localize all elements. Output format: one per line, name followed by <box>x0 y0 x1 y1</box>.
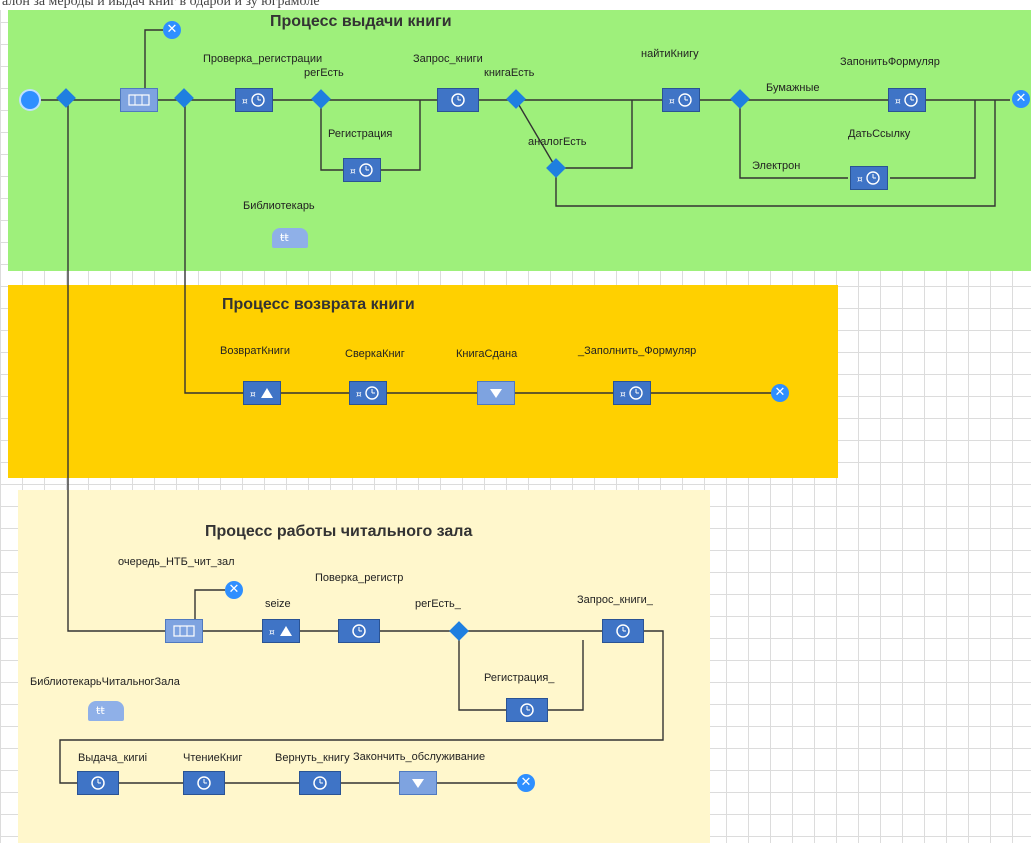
svg-text:¤: ¤ <box>269 628 275 638</box>
label-issue-book: Выдача_кигиi <box>78 752 148 764</box>
release-icon <box>412 779 424 788</box>
clock-icon <box>520 703 534 717</box>
label-check-registration: Проверка_регистрации <box>203 53 323 65</box>
reconcile-books-block[interactable]: ¤ <box>349 381 387 405</box>
queue-icon <box>173 625 195 637</box>
request-book-rr-block[interactable] <box>602 619 644 643</box>
reading-queue-block[interactable] <box>165 619 203 643</box>
svg-text:¤: ¤ <box>356 390 362 400</box>
label-request-book-rr: Запрос_книги_ <box>577 594 653 606</box>
label-librarian-rr: БиблиотекарьЧитальногЗала <box>30 676 180 688</box>
clock-icon <box>91 776 105 790</box>
label-book-est: книгаЕсть <box>484 67 535 79</box>
book-handed-block[interactable] <box>477 381 515 405</box>
label-registration-rr: Регистрация_ <box>484 672 555 684</box>
sink-x-icon[interactable]: ✕ <box>225 581 243 599</box>
sink-x-icon[interactable]: ✕ <box>771 384 789 402</box>
label-queue: очередь_НТБ_чит_зал <box>118 556 235 568</box>
find-book-block[interactable]: ¤ <box>662 88 700 112</box>
seize-icon: ¤ <box>250 388 273 400</box>
fill-form-return-block[interactable]: ¤ <box>613 381 651 405</box>
seize-icon: ¤ <box>269 626 292 638</box>
fill-form-block[interactable]: ¤ <box>888 88 926 112</box>
top-strip-text: алон за мероды и иыдач книг в одарой и з… <box>2 0 320 9</box>
clock-icon <box>197 776 211 790</box>
source-icon[interactable] <box>21 91 39 109</box>
sink-x-icon[interactable]: ✕ <box>163 21 181 39</box>
label-analog-est: аналогЕсть <box>528 136 587 148</box>
seize-block[interactable]: ¤ <box>262 619 300 643</box>
release-icon <box>490 389 502 398</box>
request-book-block[interactable] <box>437 88 479 112</box>
pool-return-title: Процесс возврата книги <box>222 296 415 313</box>
label-reg-est-rr: регЕсть_ <box>415 598 461 610</box>
label-return-book: ВозвратКниги <box>220 345 291 357</box>
check-registration-block[interactable]: ¤ <box>235 88 273 112</box>
clock-icon <box>313 776 327 790</box>
check-register-block[interactable] <box>338 619 380 643</box>
label-reconcile: СверкаКниг <box>345 348 405 360</box>
label-read-books: ЧтениеКниг <box>183 752 243 764</box>
return-book-block[interactable]: ¤ <box>243 381 281 405</box>
service-clock-icon: ¤ <box>857 171 880 185</box>
svg-text:¤: ¤ <box>857 175 863 185</box>
label-fill-form: ЗапонитьФормуляр <box>840 56 940 68</box>
pool-reading-title: Процесс работы читального зала <box>205 523 473 540</box>
sink-x-icon[interactable]: ✕ <box>517 774 535 792</box>
label-librarian: Библиотекарь <box>243 200 315 212</box>
service-clock-icon: ¤ <box>356 386 379 400</box>
top-strip: алон за мероды и иыдач книг в одарой и з… <box>0 0 1031 10</box>
label-check-register: Поверка_регистр <box>315 572 404 584</box>
label-seize: seize <box>265 598 291 610</box>
clock-icon <box>352 624 366 638</box>
service-clock-icon: ¤ <box>669 93 692 107</box>
label-give-link: ДатьСсылку <box>848 128 911 140</box>
service-clock-icon: ¤ <box>242 93 265 107</box>
label-handed: КнигаСдана <box>456 348 518 360</box>
finish-service-block[interactable] <box>399 771 437 795</box>
svg-text:¤: ¤ <box>669 97 675 107</box>
resource-pool-icon[interactable]: ŧŧ <box>272 228 308 248</box>
label-reg-est: регЕсть <box>304 67 344 79</box>
svg-text:¤: ¤ <box>242 97 248 107</box>
clock-icon <box>616 624 630 638</box>
label-registration: Регистрация <box>328 128 393 140</box>
label-finish-service: Закончить_обслуживание <box>353 751 486 763</box>
pool-book-return <box>8 285 838 478</box>
svg-text:¤: ¤ <box>350 167 356 177</box>
label-find-book: найтиКнигу <box>641 48 699 60</box>
pool-book-issue <box>8 8 1031 271</box>
resource-pool-icon[interactable]: ŧŧ <box>88 701 124 721</box>
svg-text:¤: ¤ <box>250 390 256 400</box>
queue-icon <box>128 94 150 106</box>
give-link-block[interactable]: ¤ <box>850 166 888 190</box>
service-clock-icon: ¤ <box>620 386 643 400</box>
pool-issue-title: Процесс выдачи книги <box>270 13 452 30</box>
issue-book-block[interactable] <box>77 771 119 795</box>
label-electron: Электрон <box>752 160 801 172</box>
service-clock-icon: ¤ <box>895 93 918 107</box>
label-fill-form-return: _Заполнить_Формуляр <box>578 345 697 357</box>
label-paper: Бумажные <box>766 82 820 94</box>
label-request-book: Запрос_книги <box>413 53 483 65</box>
read-books-block[interactable] <box>183 771 225 795</box>
label-return-book-rr: Вернуть_книгу <box>275 752 350 764</box>
sink-x-icon[interactable]: ✕ <box>1012 90 1030 108</box>
svg-text:¤: ¤ <box>620 390 626 400</box>
return-book-rr-block[interactable] <box>299 771 341 795</box>
clock-icon <box>451 93 465 107</box>
service-clock-icon: ¤ <box>350 163 373 177</box>
registration-block[interactable]: ¤ <box>343 158 381 182</box>
pool-reading-room <box>18 490 710 843</box>
queue-block[interactable] <box>120 88 158 112</box>
svg-text:¤: ¤ <box>895 97 901 107</box>
registration-rr-block[interactable] <box>506 698 548 722</box>
